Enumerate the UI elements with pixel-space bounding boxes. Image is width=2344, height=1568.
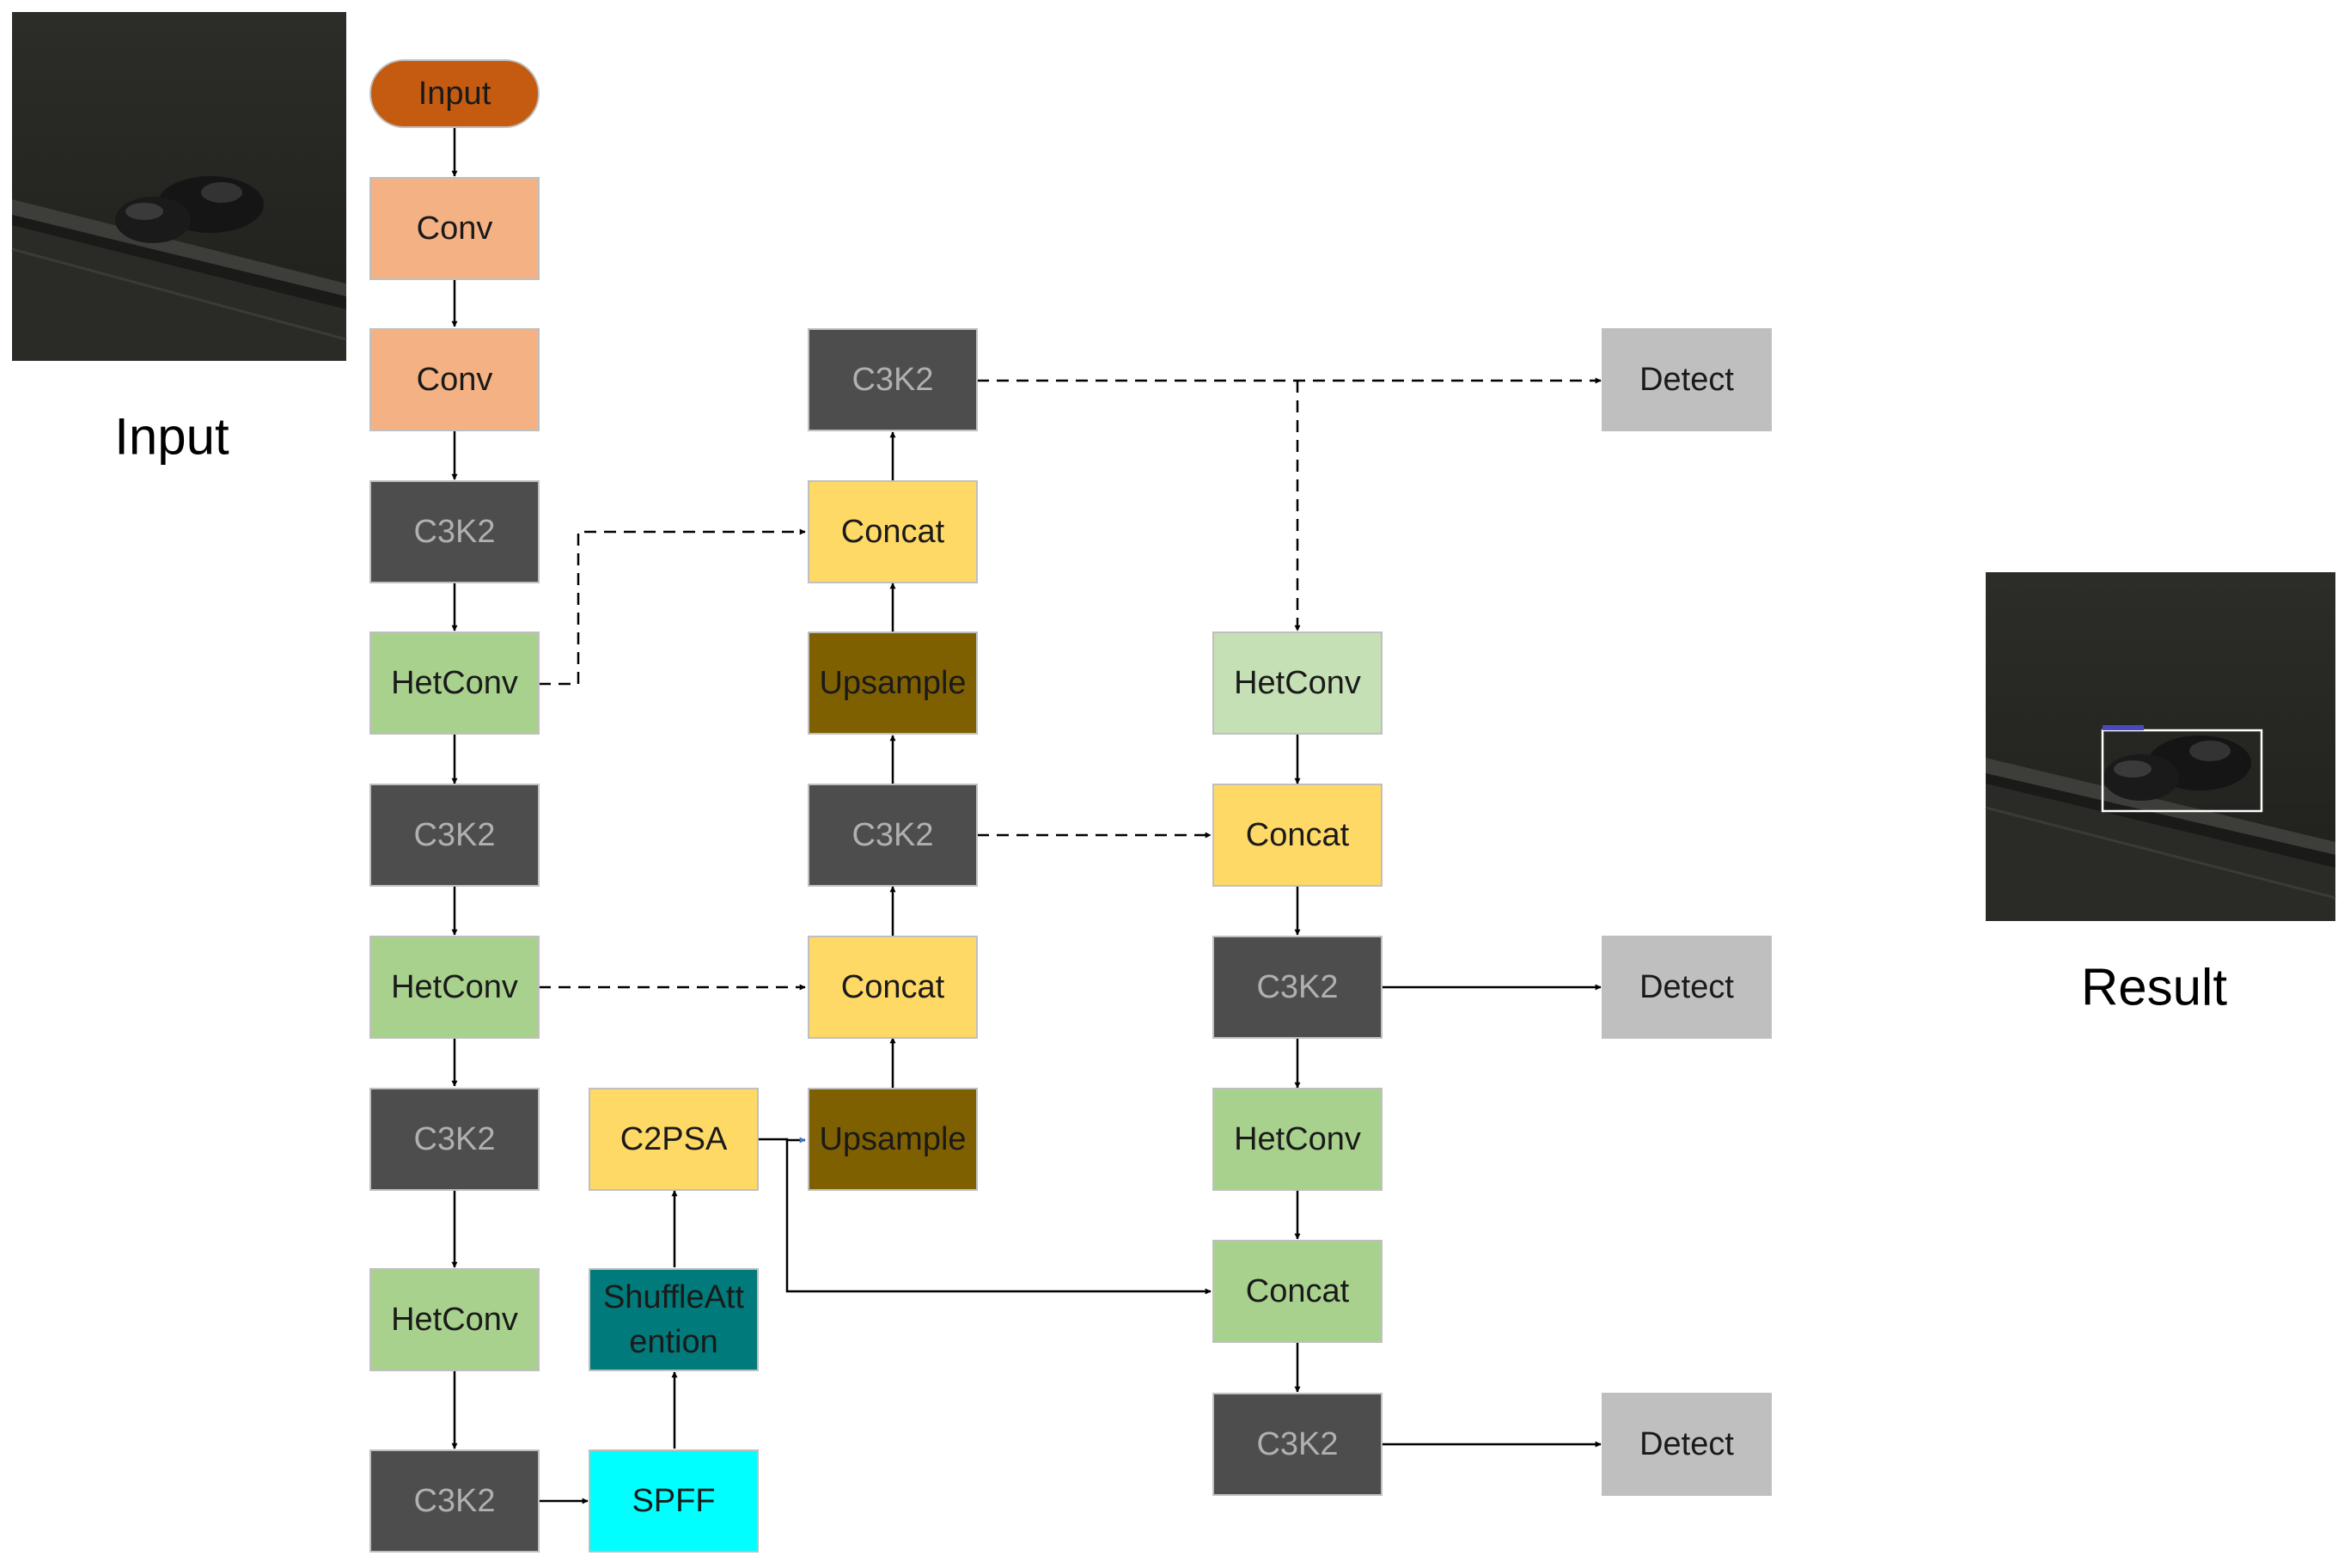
- hetconv-block-head-2: HetConv: [1212, 1088, 1383, 1191]
- c3k2-block-head-2: C3K2: [1212, 1393, 1383, 1496]
- c3k2-block-backbone-4: C3K2: [369, 1449, 540, 1553]
- detection-box: [2101, 729, 2263, 813]
- svg-text:HetConv: HetConv: [391, 665, 518, 701]
- svg-text:C3K2: C3K2: [413, 514, 495, 550]
- svg-text:C3K2: C3K2: [413, 1483, 495, 1519]
- svg-text:Conv: Conv: [417, 362, 493, 398]
- input-node: Input: [369, 59, 540, 128]
- conv-block-1: Conv: [369, 177, 540, 280]
- svg-text:Detect: Detect: [1639, 362, 1734, 398]
- concat-block-head-1: Concat: [1212, 784, 1383, 887]
- spff-block: SPFF: [589, 1449, 759, 1553]
- svg-text:ention: ention: [629, 1324, 718, 1360]
- upsample-block-2: Upsample: [808, 631, 978, 735]
- svg-text:C3K2: C3K2: [852, 362, 933, 398]
- c3k2-block-head-1: C3K2: [1212, 936, 1383, 1039]
- c3k2-block-backbone-1: C3K2: [369, 480, 540, 583]
- hetconv-block-head-1: HetConv: [1212, 631, 1383, 735]
- svg-text:Upsample: Upsample: [819, 665, 966, 701]
- concat-block-neck-2: Concat: [808, 480, 978, 583]
- c2psa-block: C2PSA: [589, 1088, 759, 1191]
- svg-text:HetConv: HetConv: [391, 969, 518, 1005]
- svg-text:Conv: Conv: [417, 210, 493, 247]
- conv-block-2: Conv: [369, 328, 540, 431]
- hetconv-block-backbone-2: HetConv: [369, 936, 540, 1039]
- svg-text:Concat: Concat: [1246, 817, 1350, 853]
- c3k2-block-neck-2: C3K2: [808, 328, 978, 431]
- detect-block-1: Detect: [1602, 328, 1772, 431]
- svg-text:HetConv: HetConv: [1234, 1121, 1361, 1157]
- input-caption: Input: [114, 408, 229, 466]
- concat-block-neck-1: Concat: [808, 936, 978, 1039]
- detect-block-2: Detect: [1602, 936, 1772, 1039]
- c3k2-block-backbone-2: C3K2: [369, 784, 540, 887]
- shuffle-attention-block: ShuffleAtt ention: [589, 1268, 759, 1371]
- svg-text:C3K2: C3K2: [852, 817, 933, 853]
- svg-text:C3K2: C3K2: [413, 1121, 495, 1157]
- svg-text:Detect: Detect: [1639, 1426, 1734, 1462]
- connectors: [451, 127, 1602, 1504]
- concat-block-head-2: Concat: [1212, 1240, 1383, 1343]
- svg-text:Upsample: Upsample: [819, 1121, 966, 1157]
- hetconv-block-backbone-1: HetConv: [369, 631, 540, 735]
- hetconv-block-backbone-3: HetConv: [369, 1268, 540, 1371]
- svg-text:Concat: Concat: [1246, 1273, 1350, 1309]
- svg-text:C3K2: C3K2: [413, 817, 495, 853]
- svg-text:Concat: Concat: [841, 514, 945, 550]
- result-image: [1985, 572, 2336, 921]
- svg-text:ShuffleAtt: ShuffleAtt: [603, 1279, 745, 1315]
- svg-text:C3K2: C3K2: [1256, 1426, 1338, 1462]
- svg-text:Concat: Concat: [841, 969, 945, 1005]
- svg-text:HetConv: HetConv: [1234, 665, 1361, 701]
- svg-text:HetConv: HetConv: [391, 1302, 518, 1338]
- svg-text:C3K2: C3K2: [1256, 969, 1338, 1005]
- upsample-block-1: Upsample: [808, 1088, 978, 1191]
- result-caption: Result: [2081, 959, 2227, 1016]
- svg-text:C2PSA: C2PSA: [620, 1121, 728, 1157]
- svg-text:Input: Input: [418, 76, 491, 112]
- svg-text:Detect: Detect: [1639, 969, 1734, 1005]
- c3k2-block-neck-1: C3K2: [808, 784, 978, 887]
- input-image: [11, 12, 347, 361]
- c3k2-block-backbone-3: C3K2: [369, 1088, 540, 1191]
- detect-block-3: Detect: [1602, 1393, 1772, 1496]
- svg-text:SPFF: SPFF: [632, 1483, 715, 1519]
